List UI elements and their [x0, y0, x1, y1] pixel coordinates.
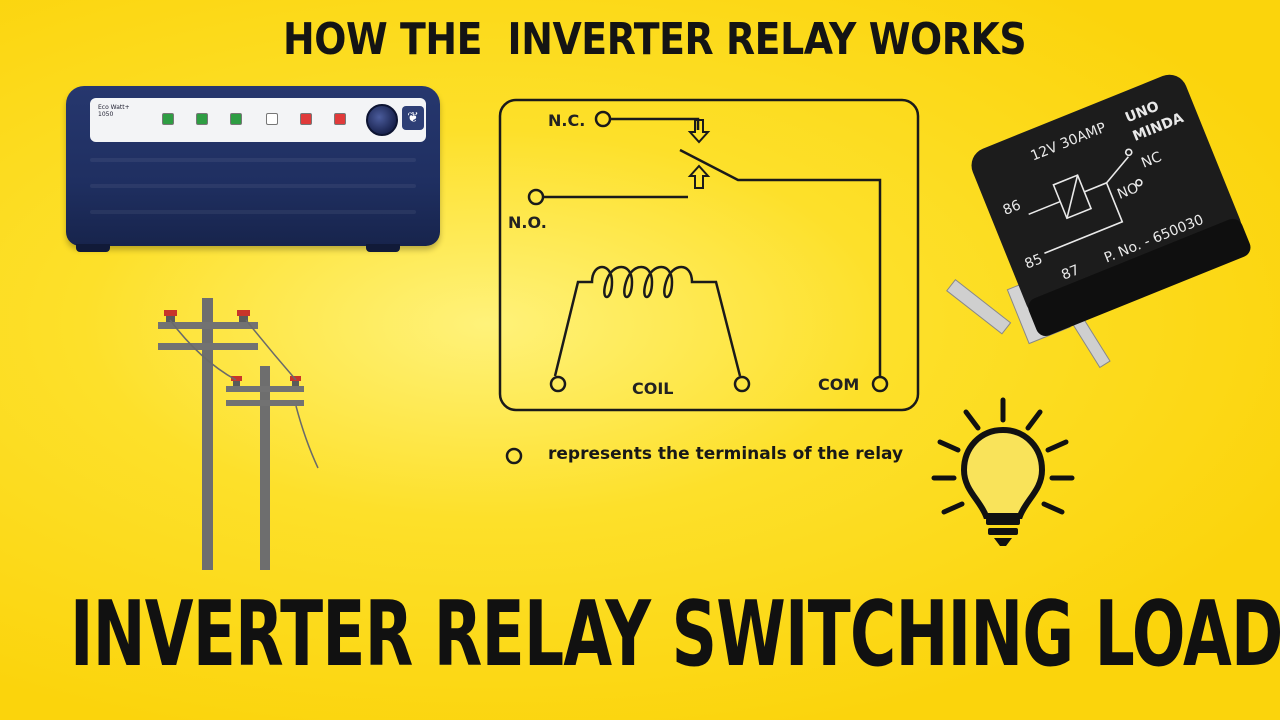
- no-label: N.O.: [508, 213, 547, 232]
- inverter-led-3: [230, 113, 242, 125]
- coil-winding: [553, 265, 742, 377]
- inverter-power-knob: [366, 104, 398, 136]
- bottom-title: INVERTER RELAY SWITCHING LOAD: [70, 582, 1280, 687]
- relay-pin-no: NO: [1115, 180, 1141, 203]
- relay-body-side: [1028, 218, 1251, 337]
- relay-pin-86: 86: [1001, 197, 1024, 219]
- inverter-led-1: [162, 113, 174, 125]
- legend-terminal-icon: [505, 447, 523, 465]
- inverter-brand-label: Eco Watt+ 1050: [98, 104, 130, 118]
- inverter-led-6: [334, 113, 346, 125]
- arrow-down-icon: [687, 119, 711, 144]
- com-label: COM: [818, 375, 859, 394]
- inverter-ridge: [90, 184, 416, 188]
- terminal-coil-left: [549, 375, 567, 393]
- terminal-com: [871, 375, 889, 393]
- switch-arm: [679, 148, 882, 378]
- arrow-up-icon: [687, 164, 711, 189]
- relay-pin-85: 85: [1023, 251, 1046, 273]
- relay-pin: [946, 279, 1012, 335]
- terminal-no: [527, 188, 545, 206]
- terminal-coil-right: [733, 375, 751, 393]
- relay-pin-nc: NC: [1139, 149, 1164, 172]
- inverter-foot: [366, 244, 400, 252]
- nc-label: N.C.: [548, 111, 585, 130]
- headline-title: HOW THE INVERTER RELAY WORKS: [283, 14, 1027, 65]
- inverter-ridge: [90, 210, 416, 214]
- inverter-device: Eco Watt+ 1050 ❦: [66, 86, 440, 252]
- inverter-led-2: [196, 113, 208, 125]
- inverter-ridge: [90, 158, 416, 162]
- terminal-nc: [594, 110, 612, 128]
- inverter-led-4: [266, 113, 278, 125]
- inverter-led-5: [300, 113, 312, 125]
- leaf-icon: ❦: [402, 106, 424, 130]
- relay-pin-87: 87: [1059, 262, 1082, 284]
- inverter-foot: [76, 244, 110, 252]
- inverter-control-panel: Eco Watt+ 1050 ❦: [90, 98, 426, 142]
- schematic-frame: [498, 98, 920, 412]
- terminal-legend-text: represents the terminals of the relay: [548, 444, 904, 464]
- coil-label: COIL: [632, 379, 674, 398]
